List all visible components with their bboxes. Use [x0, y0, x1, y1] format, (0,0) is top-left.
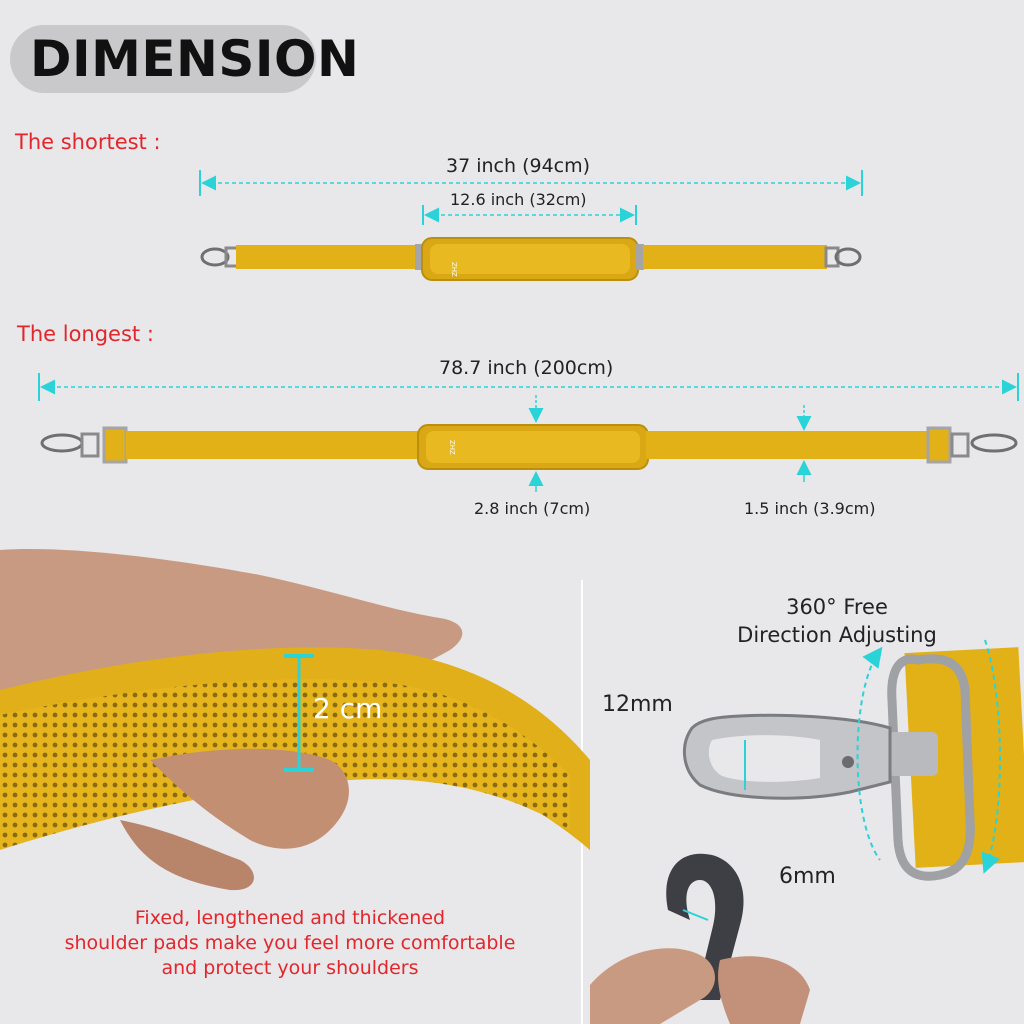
title-pill [10, 25, 316, 93]
pad-thickness-label: 2 cm [313, 692, 383, 725]
shortest-pad-length: 12.6 inch (32cm) [450, 190, 587, 209]
svg-text:ZHZ: ZHZ [450, 262, 458, 277]
long-strap: ZHZ [40, 424, 1018, 470]
shortest-total-length: 37 inch (94cm) [446, 155, 591, 177]
shortest-pad-arrow [422, 205, 637, 225]
page-title: DIMENSION [30, 30, 360, 88]
caption-line-1: Fixed, lengthened and thickened [134, 907, 446, 929]
swivel-hook-photo [590, 639, 1024, 1024]
rotation-line-1: 360° Free [786, 595, 888, 619]
pad-thickness-photo [0, 549, 590, 891]
longest-total-length: 78.7 inch (200cm) [439, 357, 614, 379]
hook-size-small: 6mm [779, 864, 836, 889]
caption-line-2: shoulder pads make you feel more comfort… [64, 932, 516, 954]
shortest-label: The shortest : [15, 130, 161, 154]
longest-label: The longest : [17, 322, 154, 346]
rotation-label: 360° Free Direction Adjusting [724, 593, 950, 649]
longest-total-arrow [38, 373, 1019, 401]
strap-width: 1.5 inch (3.9cm) [744, 499, 876, 518]
short-strap: ZHZ [200, 237, 862, 281]
rotation-line-2: Direction Adjusting [737, 623, 937, 647]
hook-size-large: 12mm [602, 692, 673, 717]
svg-text:ZHZ: ZHZ [448, 440, 456, 455]
shortest-total-arrow [199, 170, 863, 196]
comfort-caption: Fixed, lengthened and thickened shoulder… [20, 906, 560, 981]
caption-line-3: and protect your shoulders [161, 957, 419, 979]
pad-width: 2.8 inch (7cm) [474, 499, 591, 518]
